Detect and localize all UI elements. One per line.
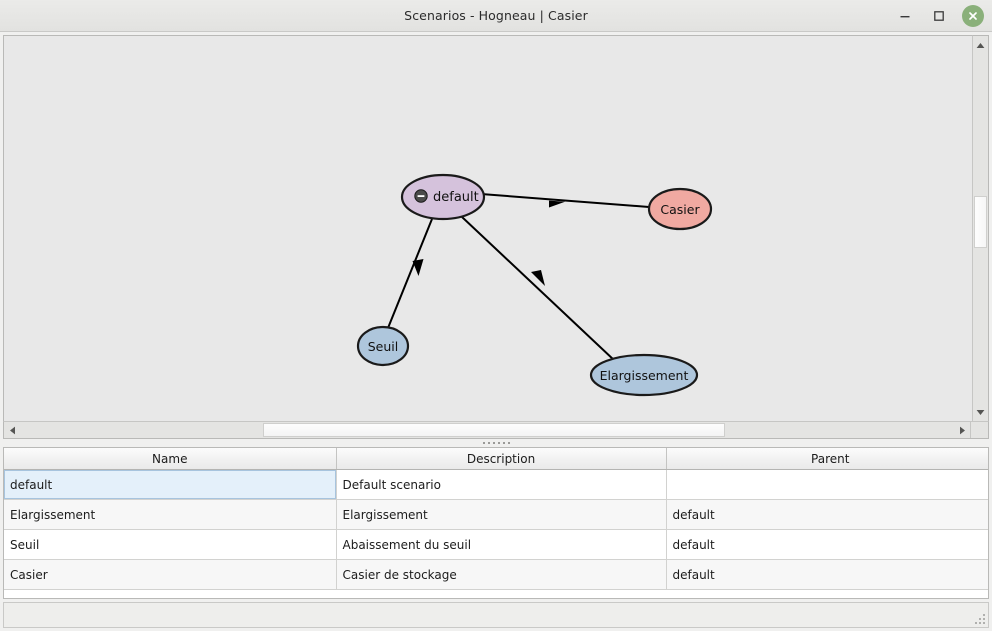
graph-horizontal-scrollbar[interactable] <box>3 421 989 439</box>
graph-vertical-scroll-thumb[interactable] <box>974 196 987 248</box>
window-controls <box>894 0 984 31</box>
close-button-circle <box>962 4 984 27</box>
table-row[interactable]: Elargissement Elargissement default <box>4 499 988 530</box>
close-button[interactable] <box>962 4 984 27</box>
cell-description[interactable]: Elargissement <box>336 499 667 530</box>
close-icon <box>969 11 977 20</box>
graph-node-seuil-label: Seuil <box>368 339 399 354</box>
cell-name[interactable]: Casier <box>4 559 337 590</box>
column-header-parent[interactable]: Parent <box>666 448 988 470</box>
scrollbar-corner <box>970 422 988 438</box>
statusbar <box>3 602 989 628</box>
cell-parent[interactable] <box>666 469 988 500</box>
chevron-left-icon <box>9 426 15 434</box>
minimize-icon <box>900 15 910 17</box>
graph-node-casier[interactable]: Casier <box>647 187 713 231</box>
graph-node-seuil[interactable]: Seuil <box>356 325 410 367</box>
cell-parent[interactable]: default <box>666 529 988 560</box>
table-row[interactable]: Seuil Abaissement du seuil default <box>4 529 988 560</box>
graph-horizontal-scroll-thumb[interactable] <box>263 423 725 437</box>
minimize-button[interactable] <box>894 5 916 27</box>
chevron-up-icon <box>976 42 985 48</box>
table-header-row: Name Description Parent <box>4 448 988 470</box>
cell-description[interactable]: Abaissement du seuil <box>336 529 667 560</box>
maximize-button[interactable] <box>928 5 950 27</box>
scenario-graph-canvas[interactable]: default Casier Seuil Elargissement <box>4 36 972 421</box>
graph-node-elargissement[interactable]: Elargissement <box>589 353 699 397</box>
maximize-icon <box>934 10 944 21</box>
graph-horizontal-scroll-track[interactable] <box>20 422 954 438</box>
graph-node-default[interactable]: default <box>400 173 486 221</box>
cell-parent[interactable]: default <box>666 499 988 530</box>
window-title: Scenarios - Hogneau | Casier <box>404 8 588 23</box>
graph-node-casier-label: Casier <box>660 202 700 217</box>
table-row[interactable]: Casier Casier de stockage default <box>4 559 988 590</box>
cell-name[interactable]: Seuil <box>4 529 337 560</box>
table-empty-area[interactable] <box>4 590 988 598</box>
scroll-left-arrow[interactable] <box>4 422 20 438</box>
scroll-up-arrow[interactable] <box>973 37 988 53</box>
scroll-down-arrow[interactable] <box>973 404 988 420</box>
scenarios-table-pane: Name Description Parent default Default … <box>3 447 989 599</box>
collapse-icon[interactable] <box>414 189 428 203</box>
chevron-down-icon <box>976 409 985 415</box>
column-header-description[interactable]: Description <box>336 448 667 470</box>
graph-vertical-scrollbar[interactable] <box>972 35 989 421</box>
column-header-name[interactable]: Name <box>4 448 337 470</box>
edge-default-casier <box>480 193 650 208</box>
scenarios-table: Name Description Parent default Default … <box>4 448 988 590</box>
chevron-right-icon <box>959 426 965 434</box>
table-row[interactable]: default Default scenario <box>4 469 988 500</box>
scenario-graph-pane: default Casier Seuil Elargissement <box>3 35 989 421</box>
scenario-graph-svg: default Casier Seuil Elargissement <box>356 173 713 397</box>
graph-node-default-label: default <box>433 190 479 205</box>
scroll-right-arrow[interactable] <box>954 422 970 438</box>
titlebar: Scenarios - Hogneau | Casier <box>0 0 992 32</box>
cell-name[interactable]: default <box>4 469 337 500</box>
pane-splitter[interactable] <box>0 439 992 447</box>
graph-node-elargissement-label: Elargissement <box>600 368 689 383</box>
cell-parent[interactable]: default <box>666 559 988 590</box>
window-resize-grip[interactable] <box>972 611 985 624</box>
cell-description[interactable]: Casier de stockage <box>336 559 667 590</box>
edge-default-seuil <box>387 218 433 329</box>
splitter-grip-icon <box>482 442 510 444</box>
cell-description[interactable]: Default scenario <box>336 469 667 500</box>
edge-default-elargissement <box>461 216 616 362</box>
cell-name[interactable]: Elargissement <box>4 499 337 530</box>
